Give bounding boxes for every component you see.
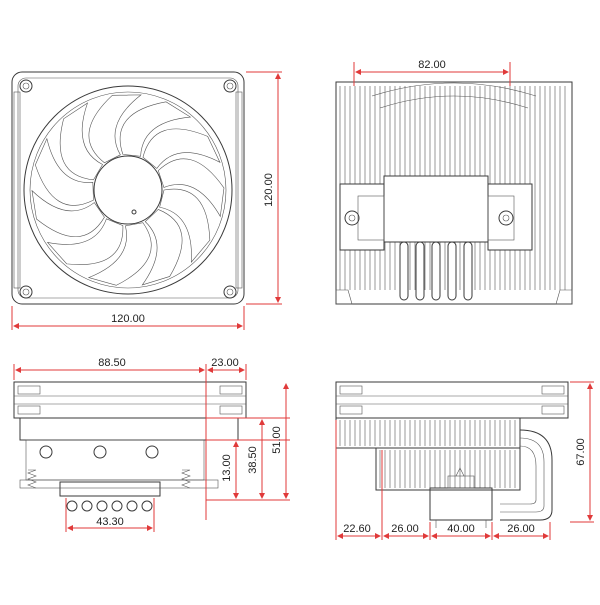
side-view-heatpipe-ends: [66, 500, 153, 512]
fan-blade: [157, 158, 225, 218]
top-heatpipe: [463, 241, 473, 301]
top-width-dimension: 82.00: [353, 59, 511, 86]
side-base-width-dimension: 43.30: [65, 498, 155, 532]
side-dim-51-label: 51.00: [271, 426, 283, 454]
rear-dim-2-label: 26.00: [391, 523, 419, 535]
rear-dim-3-label: 40.00: [447, 523, 475, 535]
fan-front-view: [11, 71, 245, 305]
fan-height-label: 120.00: [263, 173, 275, 207]
side-view-screws: [39, 445, 159, 459]
rear-view-fins: [339, 420, 516, 488]
fan-width-label: 120.00: [111, 313, 145, 325]
fan-blade: [159, 188, 211, 263]
fan-blade: [59, 102, 103, 181]
side-dim-38-label: 38.50: [247, 446, 259, 474]
side-height-dimensions: 13.00 38.50 51.00: [206, 383, 290, 501]
top-heatpipe: [447, 241, 457, 301]
fan-blade: [88, 94, 142, 164]
side-left-offset-dimension: 88.50: [13, 357, 207, 520]
fan-blade: [31, 189, 105, 238]
rear-view-cooler: [335, 381, 569, 528]
fan-blade: [142, 128, 221, 169]
fan-width-dimension: 120.00: [11, 306, 245, 330]
fan-blade: [35, 137, 94, 206]
top-view-heatpipes: [399, 241, 473, 301]
top-heatpipe: [415, 241, 425, 301]
top-view-heatsink: [335, 81, 573, 305]
fan-blade: [87, 222, 152, 286]
side-left-offset-label: 88.50: [98, 357, 126, 369]
top-heatpipe: [431, 241, 441, 301]
side-right-offset-dimension: 23.00: [207, 357, 247, 380]
side-dim-13-label: 13.00: [221, 454, 233, 482]
side-base-width-label: 43.30: [96, 516, 124, 528]
fan-blades: [31, 94, 225, 286]
side-right-offset-label: 23.00: [211, 357, 239, 369]
rear-height-dimension: 67.00: [570, 381, 594, 523]
fan-height-dimension: 120.00: [246, 71, 282, 305]
rear-dim-1-label: 22.60: [343, 523, 371, 535]
side-view-cooler: [13, 381, 247, 512]
fan-blade: [46, 218, 124, 265]
fan-blade: [119, 101, 192, 157]
fan-screw-holes: [19, 79, 237, 299]
rear-bottom-dimensions: 22.60 26.00 40.00 26.00: [335, 420, 551, 540]
top-width-label: 82.00: [418, 59, 446, 71]
rear-height-label: 67.00: [575, 438, 587, 466]
top-heatpipe: [399, 241, 409, 301]
rear-dim-4-label: 26.00: [507, 523, 535, 535]
fan-blade: [141, 209, 183, 286]
